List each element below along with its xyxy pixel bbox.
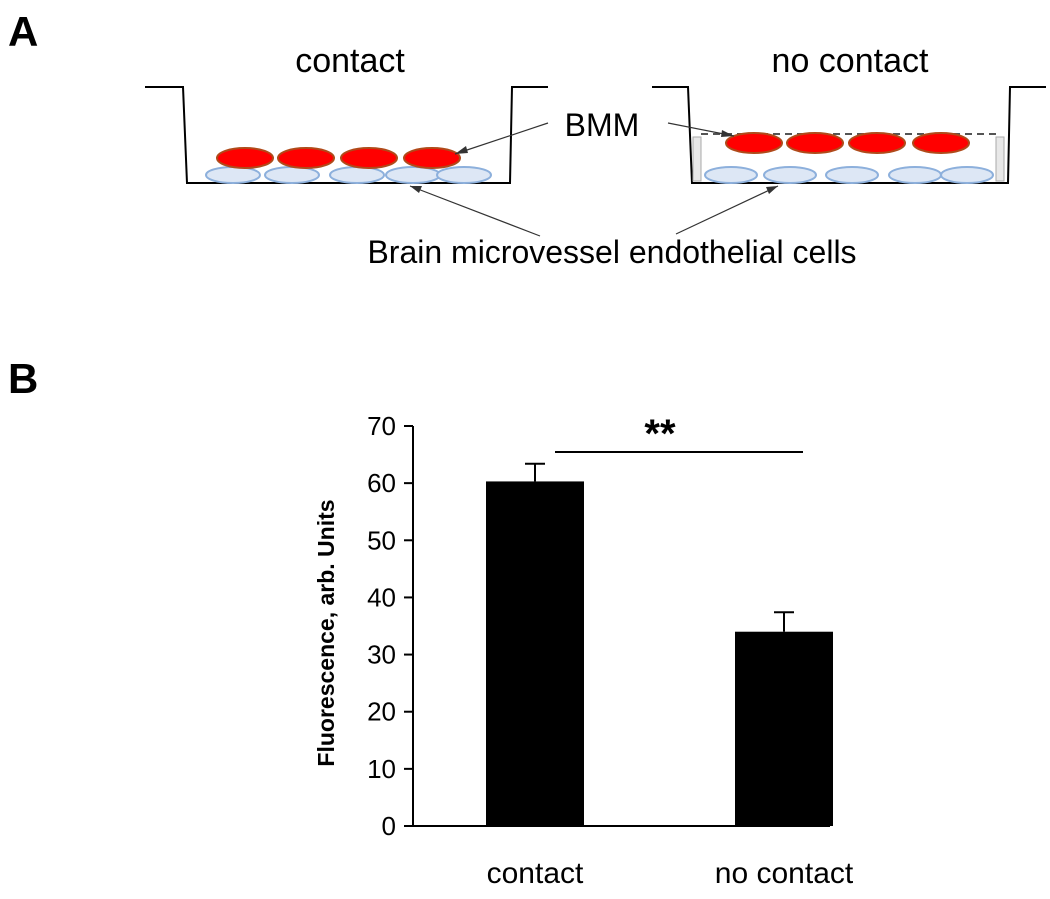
x-tick-label: contact xyxy=(487,857,584,890)
panel-a-label: A xyxy=(8,8,38,55)
contact-endothelial-cell-4 xyxy=(385,166,441,184)
no-contact-endothelial-cell-4 xyxy=(888,166,942,184)
no-contact-bmm-cell-1 xyxy=(725,132,783,154)
contact-bmm-layer xyxy=(216,147,461,169)
contact-endothelial-layer xyxy=(205,166,492,184)
contact-endothelial-cell-3 xyxy=(329,166,385,184)
no-contact-bmm-cell-3 xyxy=(848,132,906,154)
no-contact-bmm-layer xyxy=(725,132,970,154)
insert-wall-left xyxy=(692,136,702,182)
y-tick-label: 10 xyxy=(367,754,396,784)
y-tick-label: 70 xyxy=(367,411,396,441)
bmm-label: BMM xyxy=(565,107,640,143)
insert-wall-right xyxy=(995,136,1005,182)
no-contact-bmm-cell-4 xyxy=(912,132,970,154)
contact-endothelial-cell-2 xyxy=(264,166,320,184)
contact-bmm-cell-2 xyxy=(277,147,335,169)
contact-bmm-cell-3 xyxy=(340,147,398,169)
y-tick-label: 30 xyxy=(367,640,396,670)
no-contact-endothelial-cell-2 xyxy=(763,166,817,184)
contact-endothelial-cell-1 xyxy=(205,166,261,184)
no-contact-well-title: no contact xyxy=(772,42,929,80)
bmm-arrow-left-head xyxy=(455,146,468,154)
x-axis-labels: contact no contact xyxy=(487,857,854,890)
x-tick-label: no contact xyxy=(715,857,854,890)
no-contact-endothelial-layer xyxy=(704,166,994,184)
panel-b-label: B xyxy=(8,355,38,402)
bar-2 xyxy=(735,631,833,826)
endo-arrow-right xyxy=(675,185,779,235)
y-tick-label: 60 xyxy=(367,468,396,498)
endo-arrow-left-head xyxy=(410,186,422,193)
y-axis-label: Fluorescence, arb. Units xyxy=(313,499,339,766)
endothelial-label: Brain microvessel endothelial cells xyxy=(367,234,856,270)
no-contact-bmm-cell-2 xyxy=(786,132,844,154)
bars xyxy=(486,462,833,826)
bar-chart: 0 10 20 30 40 50 60 70 contact no contact ** Flu… xyxy=(313,411,854,890)
contact-bmm-cell-4 xyxy=(403,147,461,169)
y-axis-ticks: 0 10 20 30 40 50 60 70 xyxy=(367,411,413,841)
y-tick-label: 20 xyxy=(367,697,396,727)
contact-well-title: contact xyxy=(295,42,405,80)
no-contact-endothelial-cell-1 xyxy=(704,166,758,184)
no-contact-endothelial-cell-5 xyxy=(940,166,994,184)
significance-marker: ** xyxy=(644,412,676,456)
endo-arrow-left xyxy=(409,185,541,237)
bar-1 xyxy=(486,481,584,826)
y-tick-label: 40 xyxy=(367,582,396,612)
y-tick-label: 0 xyxy=(382,811,396,841)
no-contact-endothelial-cell-3 xyxy=(825,166,879,184)
contact-bmm-cell-1 xyxy=(216,147,274,169)
contact-endothelial-cell-5 xyxy=(436,166,492,184)
endo-arrow-right-head xyxy=(766,186,778,194)
bmm-arrow-left xyxy=(454,122,549,155)
y-tick-label: 50 xyxy=(367,525,396,555)
bmm-arrow-right-head xyxy=(721,130,734,137)
